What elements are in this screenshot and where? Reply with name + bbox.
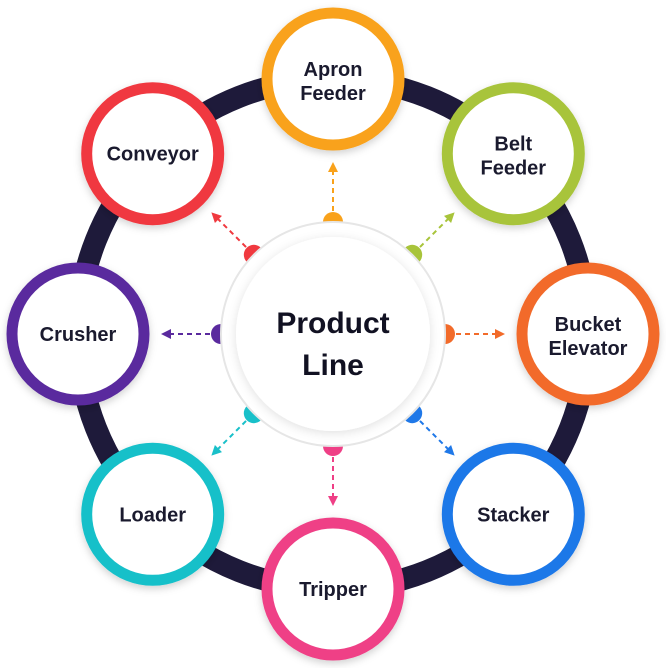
node-loader: Loader (81, 442, 225, 586)
node-stacker: Stacker (441, 442, 585, 586)
node-label: Stacker (477, 504, 549, 526)
connector-arrowhead (495, 329, 505, 339)
connector-dashed-line (419, 217, 450, 248)
connector-arrowhead (328, 162, 338, 172)
connector-arrowhead (444, 445, 455, 456)
node-label-line2: Feeder (481, 158, 547, 180)
node-crusher: Crusher (6, 262, 150, 406)
connector-dashed-line (216, 217, 247, 248)
node-label: Loader (119, 504, 186, 526)
node-circle (516, 262, 660, 406)
node-label-line1: Bucket (555, 314, 622, 336)
node-label-line2: Feeder (300, 83, 366, 105)
node-circle (261, 517, 405, 661)
center-title-line2: Line (302, 349, 364, 382)
node-label: Tripper (299, 579, 367, 601)
connector-arrowhead (444, 212, 455, 223)
connector-dashed-line (419, 420, 450, 451)
node-circle (441, 82, 585, 226)
connector-arrowhead (328, 496, 338, 506)
node-circle (441, 442, 585, 586)
center-disc (236, 237, 430, 431)
connector-arrowhead (211, 445, 222, 456)
node-label-line1: Apron (304, 59, 363, 81)
node-conveyor: Conveyor (81, 82, 225, 226)
node-label: Conveyor (107, 144, 199, 166)
node-circle (81, 82, 225, 226)
connector-arrowhead (211, 212, 222, 223)
node-circle (261, 7, 405, 151)
center-title-line1: Product (276, 307, 389, 340)
node-label: Crusher (40, 324, 117, 346)
node-circle (81, 442, 225, 586)
node-tripper: Tripper (261, 517, 405, 661)
node-circle (6, 262, 150, 406)
node-label-line1: Belt (494, 134, 532, 156)
product-nodes: ApronFeederBeltFeederBucketElevatorStack… (6, 7, 660, 661)
node-label-line2: Elevator (549, 338, 628, 360)
connector-arrowhead (161, 329, 171, 339)
center-hub: Product Line (220, 221, 446, 447)
connector-dashed-line (216, 420, 247, 451)
